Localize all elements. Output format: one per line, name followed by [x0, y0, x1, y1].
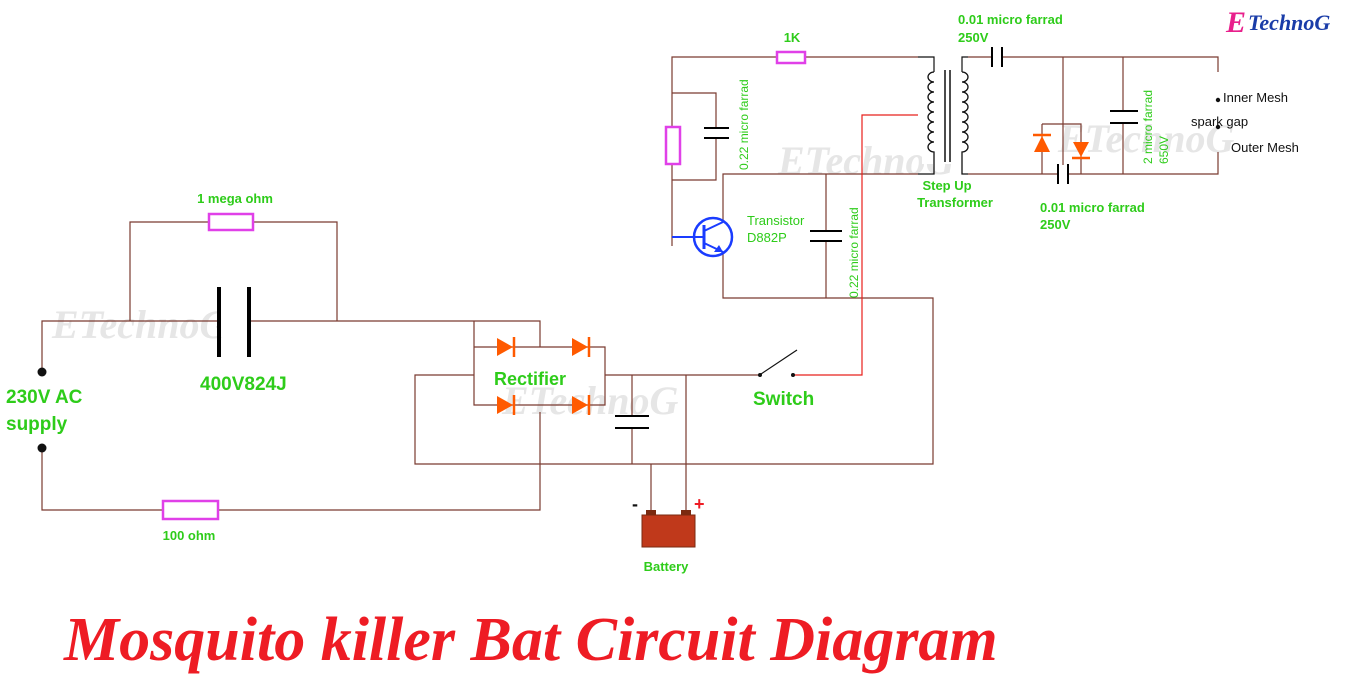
capacitor-400v: [217, 287, 251, 357]
label-cap-022-lower: 0.22 micro farrad: [847, 207, 861, 298]
resistor-base: [664, 125, 682, 166]
resistor-100-ohm: [161, 499, 220, 521]
label-transformer: Transformer: [917, 195, 993, 210]
battery: [641, 510, 696, 548]
hv-diode: [1033, 133, 1051, 152]
label-transistor: Transistor: [747, 213, 805, 228]
label-step-up: Step Up: [922, 178, 971, 193]
label-inner-mesh: Inner Mesh: [1223, 90, 1288, 105]
label-cap-022-upper: 0.22 micro farrad: [737, 79, 751, 170]
switch: [758, 349, 798, 380]
transistor-d882p: [672, 216, 734, 258]
diagram-title: Mosquito killer Bat Circuit Diagram: [63, 606, 998, 674]
filter-capacitor: [615, 415, 649, 429]
brand-e: E: [1225, 6, 1246, 39]
diode: [497, 337, 516, 357]
capacitor-0-01uf-top: [991, 47, 1003, 67]
inner-mesh-terminal: [1215, 97, 1221, 103]
label-cap-2uf-voltage: 650V: [1157, 136, 1171, 164]
step-up-transformer: [918, 56, 977, 175]
capacitor-2uf: [1110, 110, 1138, 124]
label-cap-400v: 400V824J: [200, 374, 287, 395]
outer-mesh-terminal: [1215, 124, 1221, 130]
battery-plus: +: [694, 494, 705, 514]
wires: [41, 56, 1219, 512]
battery-minus: -: [632, 494, 638, 514]
label-switch: Switch: [753, 389, 814, 410]
ac-terminal: [37, 443, 47, 453]
label-1k: 1K: [784, 30, 801, 45]
label-transistor-part: D882P: [747, 230, 787, 245]
label-outer-mesh: Outer Mesh: [1231, 140, 1299, 155]
watermark: ETechnoG: [1057, 116, 1234, 161]
label-1-mega-ohm: 1 mega ohm: [197, 191, 273, 206]
brand-text: TechnoG: [1248, 10, 1330, 35]
label-battery: Battery: [644, 559, 690, 574]
diode: [497, 395, 516, 415]
resistor-1k: [775, 50, 807, 65]
ac-terminal: [37, 367, 47, 377]
capacitor-0-22uf-upper: [704, 127, 730, 139]
label-ac-supply-line2: supply: [6, 414, 68, 435]
label-cap-2uf: 2 micro farrad: [1141, 90, 1155, 164]
label-100-ohm: 100 ohm: [163, 528, 216, 543]
label-rectifier: Rectifier: [494, 369, 566, 389]
rectifier-bridge: [497, 337, 591, 415]
capacitor-0-22uf-lower: [810, 230, 842, 242]
watermark: ETechnoG: [51, 302, 228, 347]
capacitor-0-01uf-bottom: [1057, 164, 1069, 184]
diode: [572, 395, 591, 415]
label-cap-bottom-voltage: 250V: [1040, 217, 1071, 232]
brand-logo: E TechnoG: [1225, 6, 1330, 39]
label-cap-top: 0.01 micro farrad: [958, 12, 1063, 27]
switch-wire: [793, 114, 918, 376]
label-cap-bottom: 0.01 micro farrad: [1040, 200, 1145, 215]
hv-diode: [1072, 142, 1090, 160]
label-cap-top-voltage: 250V: [958, 30, 989, 45]
label-spark-gap: spark gap: [1191, 114, 1248, 129]
resistor-1-mega-ohm: [207, 212, 255, 232]
diode: [572, 337, 591, 357]
label-ac-supply-line1: 230V AC: [6, 387, 83, 408]
